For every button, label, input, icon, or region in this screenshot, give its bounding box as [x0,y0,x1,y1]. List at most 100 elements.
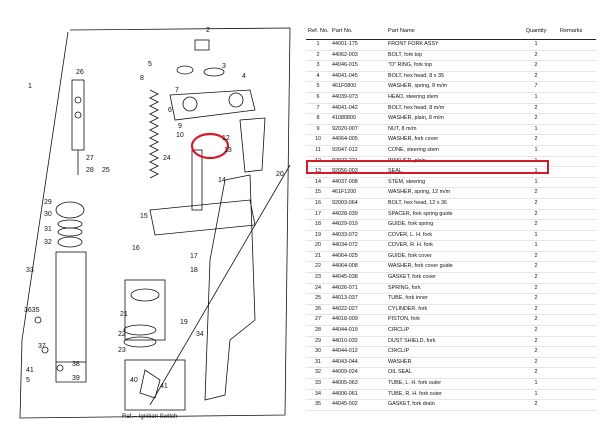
cell-quantity: 1 [514,166,558,178]
cell-part-name: SEAL [386,166,514,178]
cell-part-name: WASHER [386,357,514,369]
cell-part-name: CONE, steering stem [386,145,514,157]
callout-label: 18 [190,267,198,274]
cell-part-no: 92047-012 [330,145,386,157]
cell-quantity: 2 [514,357,558,369]
callout-label: 8 [140,75,144,82]
cell-ref-no: 12 [306,156,330,168]
cell-quantity: 2 [514,314,558,327]
cell-remarks [558,134,596,146]
cylinder-hole [74,111,82,119]
circlip [57,219,83,229]
cell-ref-no: 14 [306,177,330,189]
cell-remarks [558,219,596,231]
cell-ref-no: 1 [306,39,330,51]
header-quantity: Quantity [514,26,558,40]
cell-quantity: 1 [514,124,558,136]
cell-part-name: WASHER, fork cover [386,134,514,146]
ignition-switch [139,369,161,399]
callout-label: 34 [196,331,204,338]
cell-ref-no: 22 [306,261,330,274]
cell-remarks [558,39,596,51]
cell-part-name: SPACER, fork spring guide [386,209,514,221]
cell-quantity: 2 [514,346,558,358]
callout-label: 37 [38,343,46,350]
cell-remarks [558,367,596,379]
cell-ref-no: 6 [306,92,330,104]
cell-ref-no: 34 [306,389,330,401]
cell-remarks [558,230,596,242]
cell-quantity: 2 [514,399,558,411]
cell-remarks [558,60,596,72]
cell-ref-no: 19 [306,230,330,242]
cell-part-no: 44039-073 [330,92,386,104]
cell-part-name: OIL SEAL [386,367,514,379]
cell-part-no: 461F1200 [330,187,386,199]
cell-part-name: BOLT, hex head, 12 x 36 [386,198,514,210]
cell-part-no: 44013-037 [330,293,386,305]
cell-part-name: WASHER, plain, 8 m/m [386,113,514,125]
cell-quantity: 2 [514,283,558,295]
frame-divider [149,164,291,406]
cell-ref-no: 31 [306,357,330,369]
cell-part-no: 44026-071 [330,283,386,295]
cell-quantity: 2 [514,60,558,72]
cell-ref-no: 8 [306,113,330,125]
cell-ref-no: 11 [306,145,330,157]
cell-remarks [558,81,596,93]
callout-label: 2 [206,27,210,34]
cell-quantity: 2 [514,325,558,337]
cell-part-no: 44033-072 [330,230,386,242]
callout-label: 32 [44,239,52,246]
cell-part-name: CIRCLIP [386,346,514,358]
cell-ref-no: 29 [306,336,330,348]
callout-label: 33 [26,267,34,274]
parts-list-panel: Ref. No. Part No. Part Name Quantity Rem… [306,26,596,411]
cell-part-name: COVER, R. H. fork [386,240,514,252]
cell-part-name: NUT, 8 m/m [386,124,514,136]
cell-part-no: 44022-027 [330,304,386,316]
cell-remarks [558,336,596,348]
callout-label: 21 [120,311,128,318]
cell-quantity: 2 [514,304,558,316]
callout-label: 9 [178,123,182,130]
callout-label: 27 [86,155,94,162]
cell-remarks [558,177,596,189]
cell-part-name: BOLT, fork top [386,50,514,62]
cell-part-no: 44041-045 [330,71,386,83]
cell-remarks [558,103,596,115]
callout-label: 19 [180,319,188,326]
cell-ref-no: 13 [306,166,330,178]
callout-label: 17 [190,253,198,260]
cell-quantity: 1 [514,389,558,401]
parts-table: Ref. No. Part No. Part Name Quantity Rem… [306,26,596,411]
cell-ref-no: 32 [306,367,330,379]
cell-part-name: GUIDE, fork cover [386,251,514,263]
cell-ref-no: 25 [306,293,330,305]
cell-part-name: TUBE, R. H. fork outer [386,389,514,401]
fork-cover-washer [123,324,157,336]
cell-part-no: 44029-019 [330,219,386,231]
cell-quantity: 1 [514,240,558,252]
cell-part-no: 92020-007 [330,124,386,136]
cell-part-no: 44041-042 [330,103,386,115]
bolt-36 [34,316,42,324]
fork-outer-tube-right [204,174,256,401]
callout-label: 31 [44,226,52,233]
cell-part-no: 44045-038 [330,272,386,284]
callout-label: 15 [140,213,148,220]
bolt-37 [41,346,49,354]
cell-part-no: 92003-064 [330,198,386,210]
cell-ref-no: 23 [306,272,330,284]
cell-remarks [558,261,596,274]
cell-part-name: STEM, steering [386,177,514,189]
